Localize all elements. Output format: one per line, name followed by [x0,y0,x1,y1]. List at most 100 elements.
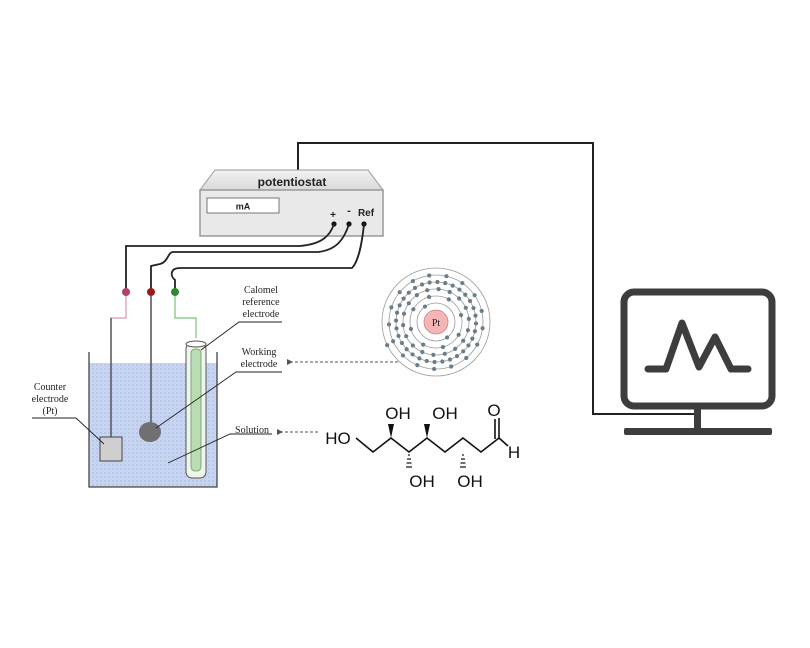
nucleus-symbol: Pt [432,318,441,329]
ho-left: HO [325,429,351,448]
electron [473,321,479,326]
electron [444,274,449,279]
electron [421,342,426,347]
electron [410,343,415,348]
calomel-label-line2: reference [242,297,280,308]
oh-top-2: OH [432,404,458,423]
wedge-oh-1 [388,424,394,438]
electron [440,359,445,364]
monitor-icon [620,288,776,435]
electron [471,305,476,311]
electron [393,318,399,323]
molecule-structure: OH OH OH OH HO O H [325,401,520,491]
aldehyde-hydrogen: H [508,443,520,462]
electron [386,322,392,327]
terminal-minus-label: - [347,205,351,217]
electron [394,310,400,315]
electron [399,340,405,346]
counter-label-line1: Counter [34,382,67,393]
electron [432,359,437,365]
reference-lead [174,296,197,338]
working-label: Working electrode [241,347,278,370]
electron [415,363,420,368]
nucleus [423,309,449,335]
electron [394,326,399,331]
terminal-plus-label: + [330,210,336,221]
working-leader [155,371,282,429]
electron [432,366,437,372]
electron [417,356,422,361]
electron [447,289,452,295]
electron [463,292,468,297]
electron [424,358,429,364]
electron [457,287,462,292]
electron [467,298,473,304]
electron [420,349,425,355]
solution-leader [167,433,272,464]
reference-wire [170,223,365,290]
monitor-screen [620,288,776,410]
beaker [88,352,218,488]
terminal-ref-label: Ref [358,208,375,219]
counter-wire [125,223,335,290]
electron [473,313,478,318]
electron [479,308,484,314]
working-wire [150,223,350,290]
electron [411,307,416,312]
electron [440,344,446,350]
current-display [206,197,280,214]
electron [419,282,425,287]
oh-bottom-1: OH [409,472,435,491]
counter-leader [32,417,105,445]
electron [426,294,432,300]
electron [422,304,428,309]
electron [406,301,411,306]
electron [446,297,451,302]
electron [453,346,458,351]
electron [410,278,415,284]
counter-lead-terminal [122,288,130,296]
potentiostat-title: potentiostat [258,175,327,189]
electron [425,288,430,293]
electron [427,273,432,278]
electron [450,283,455,288]
electron [457,296,462,301]
electron [470,336,475,341]
aldehyde-h-bond [498,437,509,447]
electron [431,352,436,357]
calomel-label-line3: electrode [243,309,280,320]
carbon-chain [355,436,500,454]
electron [427,280,432,285]
calomel-leader [200,321,282,351]
electron [454,353,460,359]
reference-lead-terminal [171,288,179,296]
electron [461,349,466,354]
electrode-wires [125,223,365,290]
monitor-neck [694,409,701,431]
electron [385,342,390,348]
electron [456,332,461,337]
electron [475,342,480,347]
label-leaders [32,321,282,464]
electron [391,339,396,344]
electron [435,279,440,285]
hashed-bond-2 [460,454,466,468]
electron [414,293,419,298]
calomel-label: Calomel reference electrode [242,285,280,320]
electron [401,311,407,316]
electron [472,293,477,298]
electron [412,285,418,291]
electron [436,287,441,292]
electron [406,290,411,295]
carbonyl-oxygen: O [487,401,500,420]
electron [444,335,450,340]
counter-label-line2: electrode [32,394,69,405]
electron [442,351,447,356]
calomel-inner [190,348,202,472]
working-lead-terminal [147,288,155,296]
electrochemical-cell [88,296,218,488]
electron [404,347,409,352]
oh-bottom-2: OH [457,472,483,491]
calomel-cap [185,340,207,348]
oh-top-1: OH [385,404,411,423]
